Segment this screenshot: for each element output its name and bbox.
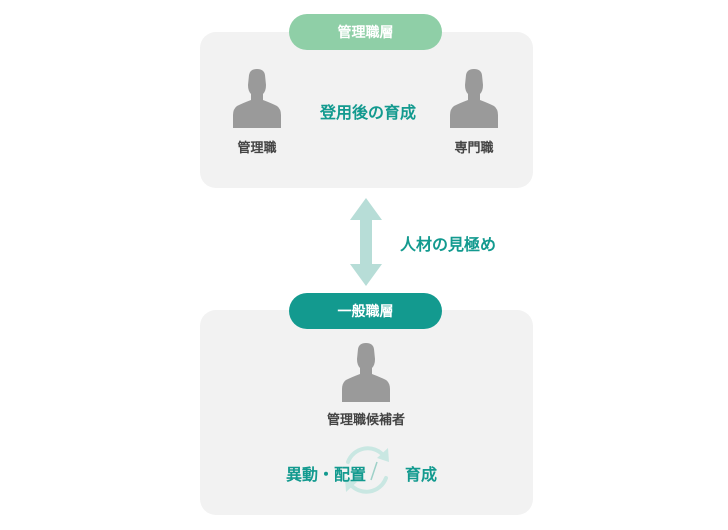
person-icon-specialist <box>450 69 498 128</box>
post-promotion-training-text: 登用後の育成 <box>319 103 416 122</box>
specialist-label: 専門職 <box>454 141 494 156</box>
management-layer-pill: 管理職層 <box>289 14 442 50</box>
general-layer-pill: 一般職層 <box>289 293 442 329</box>
double-arrow-icon <box>350 198 382 286</box>
transfer-placement-text: 異動・配置 <box>286 465 367 484</box>
person-icon-candidate <box>342 343 390 402</box>
candidate-label: 管理職候補者 <box>326 413 405 428</box>
talent-assessment-text: 人材の見極め <box>400 235 497 254</box>
person-icon-manager <box>233 69 281 128</box>
cycle-arrows-icon <box>345 446 389 494</box>
manager-label: 管理職 <box>237 141 277 156</box>
training-text: 育成 <box>405 465 438 484</box>
